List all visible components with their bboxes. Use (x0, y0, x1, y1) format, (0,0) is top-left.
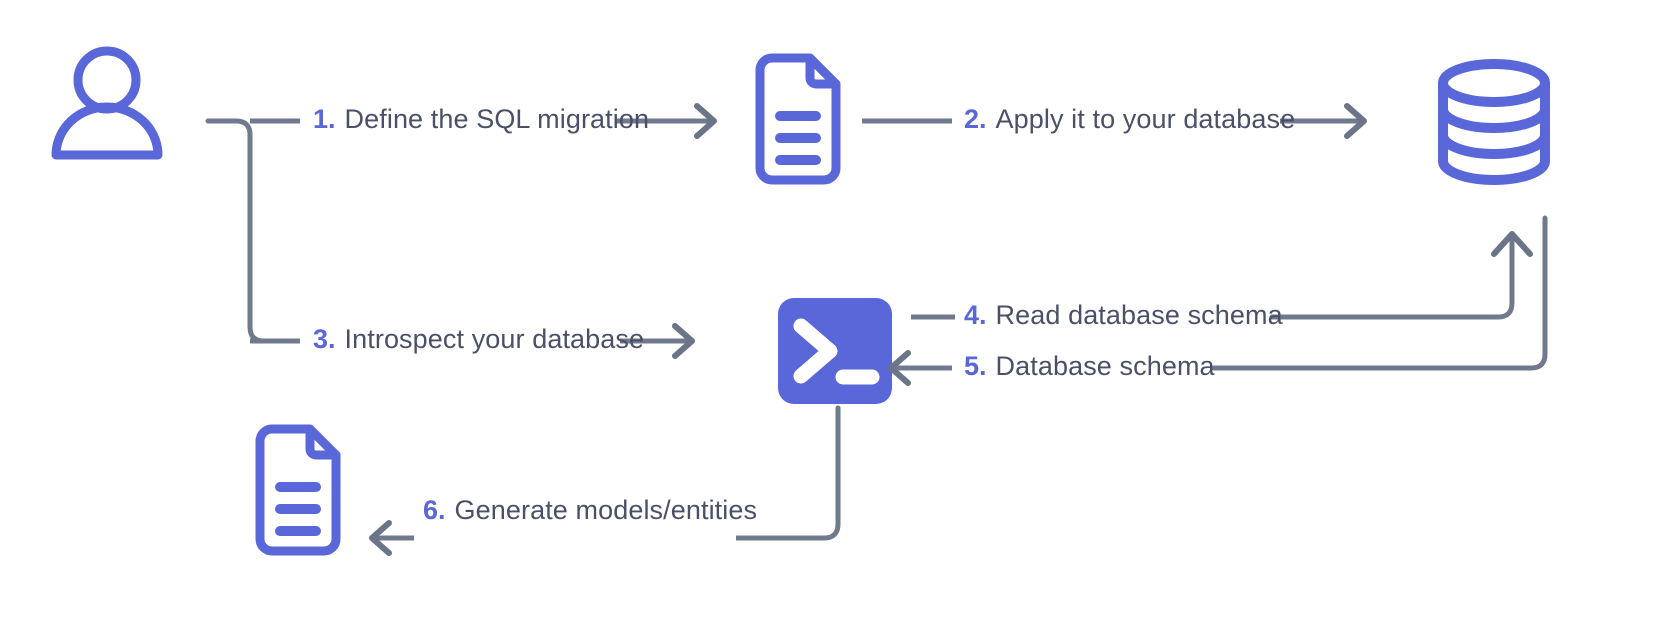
step-number-5: 5. (964, 351, 987, 381)
step-label-6: 6. Generate models/entities (423, 497, 757, 524)
step-text-4: Read database schema (995, 300, 1283, 330)
connector-step-6 (369, 405, 841, 556)
step-text-6: Generate models/entities (454, 495, 758, 525)
step-text-3: Introspect your database (344, 324, 645, 354)
step-label-5: 5. Database schema (964, 353, 1215, 380)
connector-step-1 (250, 103, 717, 139)
step-number-6: 6. (423, 495, 446, 525)
step-label-1: 1. Define the SQL migration (313, 106, 649, 133)
step-number-3: 3. (313, 324, 336, 354)
step-label-3: 3. Introspect your database (313, 326, 644, 353)
step-text-1: Define the SQL migration (344, 104, 650, 134)
step-label-4: 4. Read database schema (964, 302, 1283, 329)
step-text-2: Apply it to your database (995, 104, 1296, 134)
step-number-1: 1. (313, 104, 336, 134)
connector-user-branch (205, 118, 295, 344)
step-number-4: 4. (964, 300, 987, 330)
connector-step-3 (250, 323, 695, 359)
user-icon (51, 46, 163, 160)
document-icon (755, 53, 841, 185)
step-number-2: 2. (964, 104, 987, 134)
document-icon (255, 424, 341, 556)
step-label-2: 2. Apply it to your database (964, 106, 1295, 133)
step-text-5: Database schema (995, 351, 1215, 381)
connector-step-2 (862, 103, 1367, 139)
database-icon (1438, 59, 1550, 185)
connector-step-5 (888, 215, 1548, 386)
connector-step-4 (911, 231, 1533, 320)
terminal-icon (778, 298, 892, 404)
